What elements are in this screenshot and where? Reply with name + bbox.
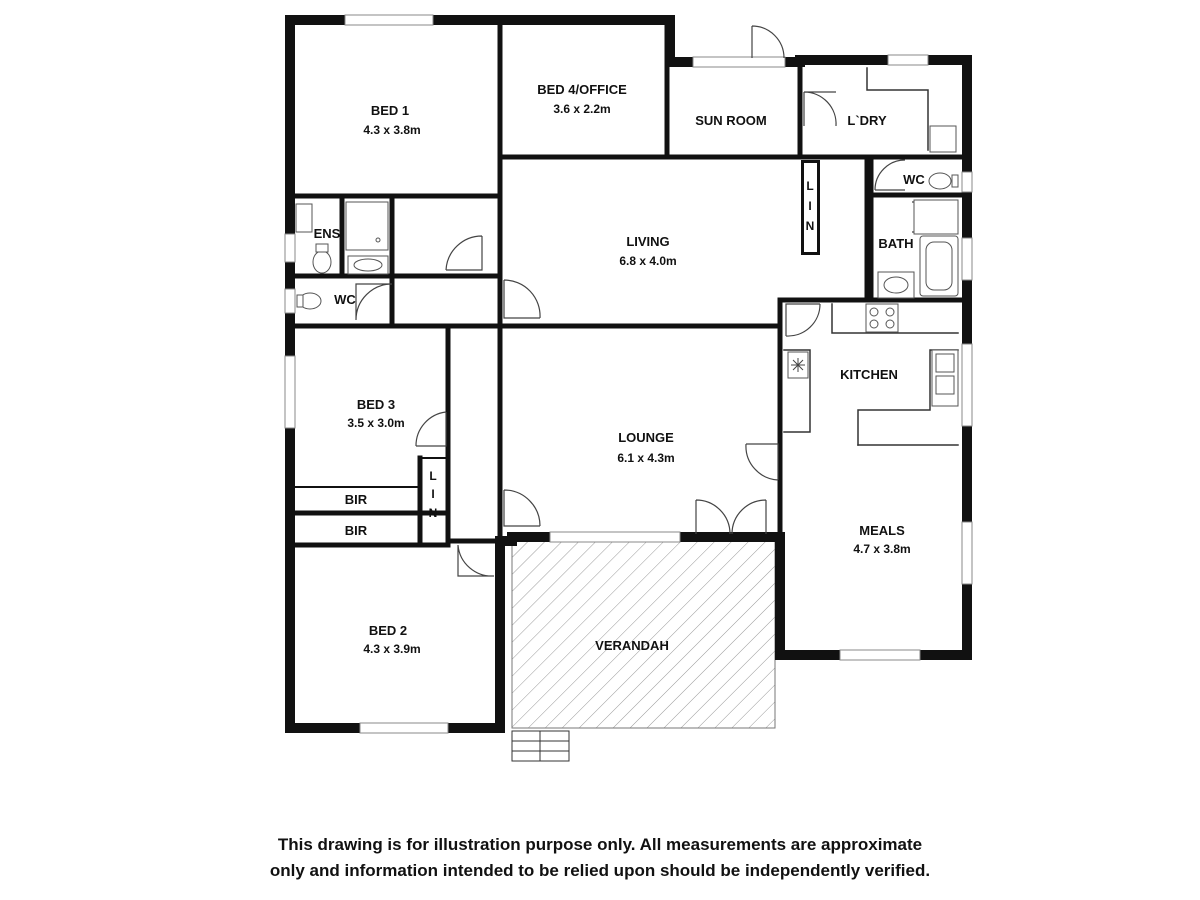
room-label-bed4: BED 4/OFFICE [537, 82, 627, 97]
lin-left-letter-1: L [429, 469, 436, 483]
room-label-bed3: BED 3 [357, 397, 395, 412]
room-label-sunroom: SUN ROOM [695, 113, 767, 128]
lin-left-letter-3: N [429, 506, 438, 520]
disclaimer-line-1: This drawing is for illustration purpose… [277, 835, 923, 854]
room-size-bed4: 3.6 x 2.2m [553, 102, 610, 116]
windows [284, 14, 973, 734]
room-label-meals: MEALS [859, 523, 905, 538]
room-label-bir2: BIR [345, 523, 368, 538]
lin-top-letter-3: N [806, 219, 815, 233]
room-label-verandah: VERANDAH [595, 638, 669, 653]
room-label-bath: BATH [878, 236, 913, 251]
appliance-icon [791, 358, 805, 372]
room-label-laundry: L`DRY [847, 113, 887, 128]
room-label-ens: ENS [314, 226, 341, 241]
room-label-wc-top: WC [903, 172, 925, 187]
room-label-living: LIVING [626, 234, 669, 249]
lin-left-letter-2: I [431, 487, 434, 501]
room-label-bed2: BED 2 [369, 623, 407, 638]
room-size-bed3: 3.5 x 3.0m [347, 416, 404, 430]
lin-top-letter-1: L [806, 179, 813, 193]
fixtures [295, 125, 959, 407]
room-label-bir1: BIR [345, 492, 368, 507]
room-size-bed2: 4.3 x 3.9m [363, 642, 420, 656]
room-label-kitchen: KITCHEN [840, 367, 898, 382]
room-size-living: 6.8 x 4.0m [619, 254, 676, 268]
room-size-meals: 4.7 x 3.8m [853, 542, 910, 556]
verandah-steps [511, 730, 570, 762]
room-label-lounge: LOUNGE [618, 430, 674, 445]
room-size-bed1: 4.3 x 3.8m [363, 123, 420, 137]
room-label-wc-left: WC [334, 292, 356, 307]
disclaimer-line-2: only and information intended to be reli… [269, 861, 931, 880]
room-label-bed1: BED 1 [371, 103, 409, 118]
verandah-area [511, 540, 776, 729]
lin-top-letter-2: I [808, 199, 811, 213]
walls [285, 15, 972, 733]
room-size-lounge: 6.1 x 4.3m [617, 451, 674, 465]
disclaimer: This drawing is for illustration purpose… [0, 832, 1200, 884]
